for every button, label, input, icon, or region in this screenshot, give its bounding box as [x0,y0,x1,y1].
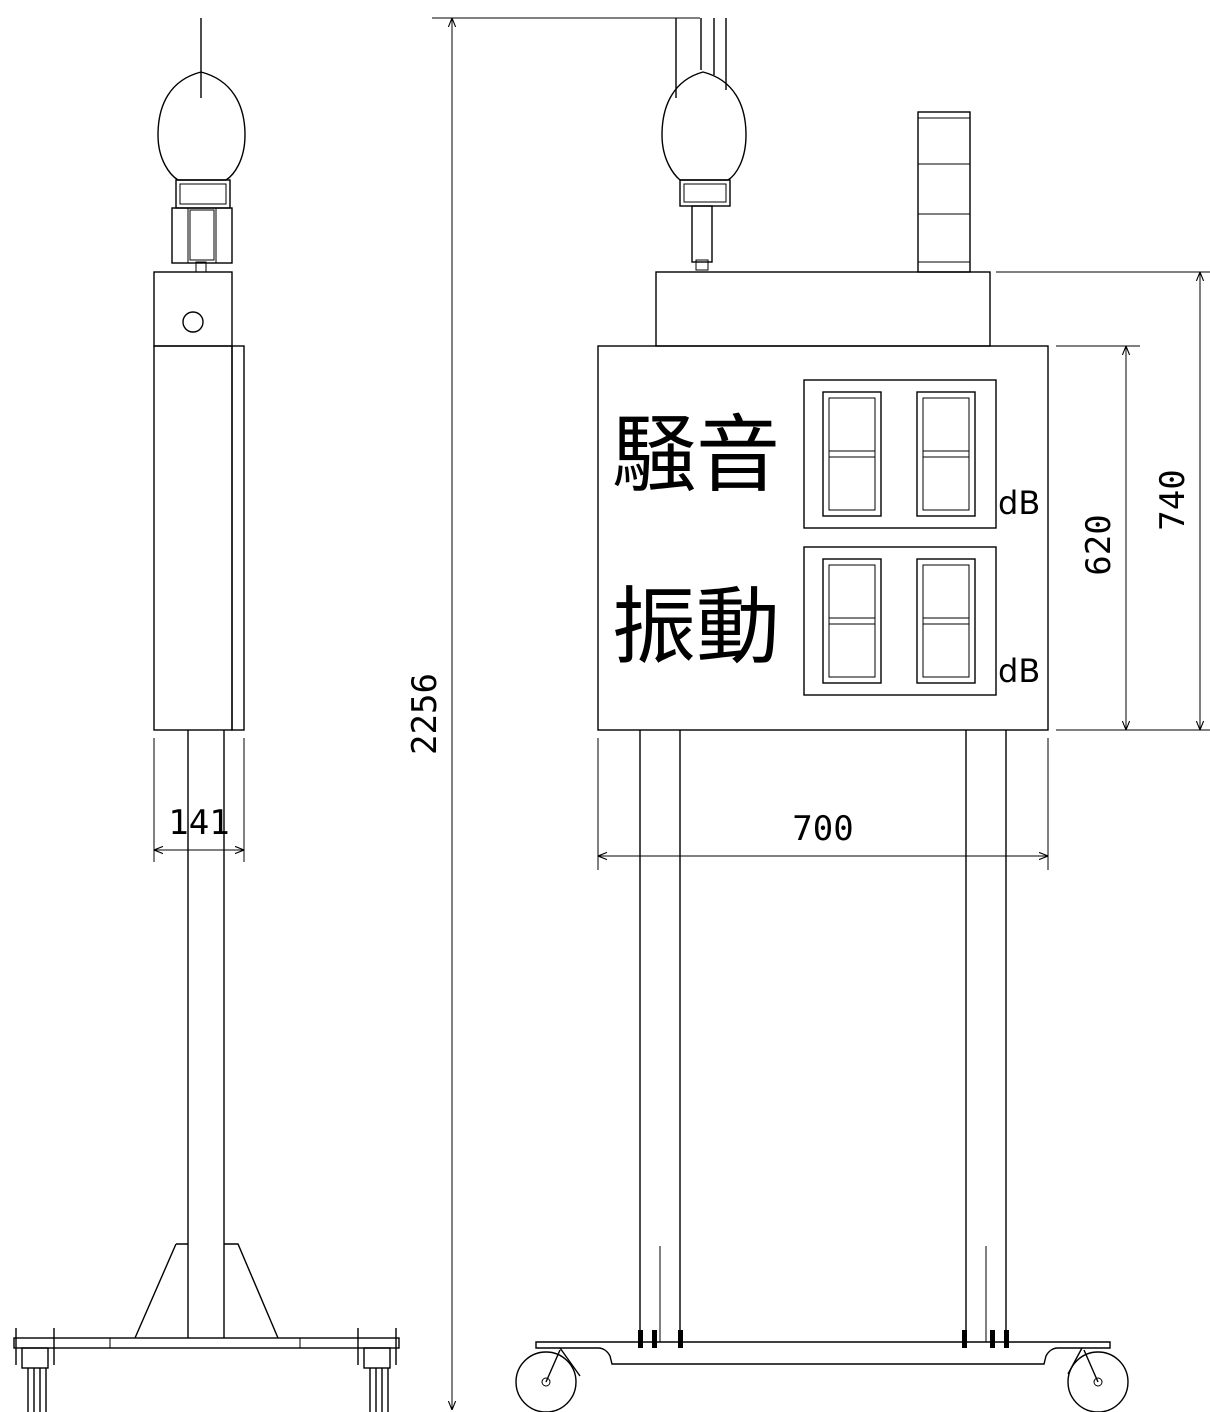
vibration-label: 振動 [612,578,780,676]
panel-height-dimension: 620 [1056,345,1210,731]
side-panel [153,345,233,731]
panel-height-label: 620 [1079,514,1119,575]
side-top-box [153,271,233,347]
vibration-display [803,546,997,696]
side-bracket [171,207,233,264]
vibration-unit: dB [998,652,1040,690]
side-caster-left [15,1328,55,1412]
front-base [535,1330,1111,1365]
noise-digit-1 [822,391,882,517]
overall-height-label: 2256 [405,673,445,755]
side-caster-right [357,1328,397,1412]
noise-digit-2 [916,391,976,517]
side-width-label: 141 [168,803,229,843]
total-height-dimension: 740 [996,271,1210,730]
panel-width-label: 700 [792,809,853,849]
display-panel [597,345,1049,731]
panel-width-dimension: 700 [597,738,1049,870]
vibration-digit-2 [916,558,976,684]
noise-label: 騒音 [612,406,780,504]
front-caster-right [1067,1347,1129,1412]
side-circle [182,311,204,333]
front-caster-left [515,1347,581,1412]
total-height-label: 740 [1153,469,1193,530]
noise-unit: dB [998,484,1040,522]
overall-height-dimension: 2256 [405,17,700,1410]
front-view: 騒音 dB 振動 dB [515,18,1210,1412]
signal-tower [917,111,971,273]
front-legs [639,730,1007,1342]
side-view: 141 [13,18,400,1412]
front-top-box [655,271,991,347]
vibration-digit-1 [822,558,882,684]
side-width-dimension: 141 [153,738,245,862]
noise-display [803,379,997,529]
front-windscreen [661,71,747,181]
side-base [13,1337,400,1349]
side-gusset [134,1243,279,1339]
